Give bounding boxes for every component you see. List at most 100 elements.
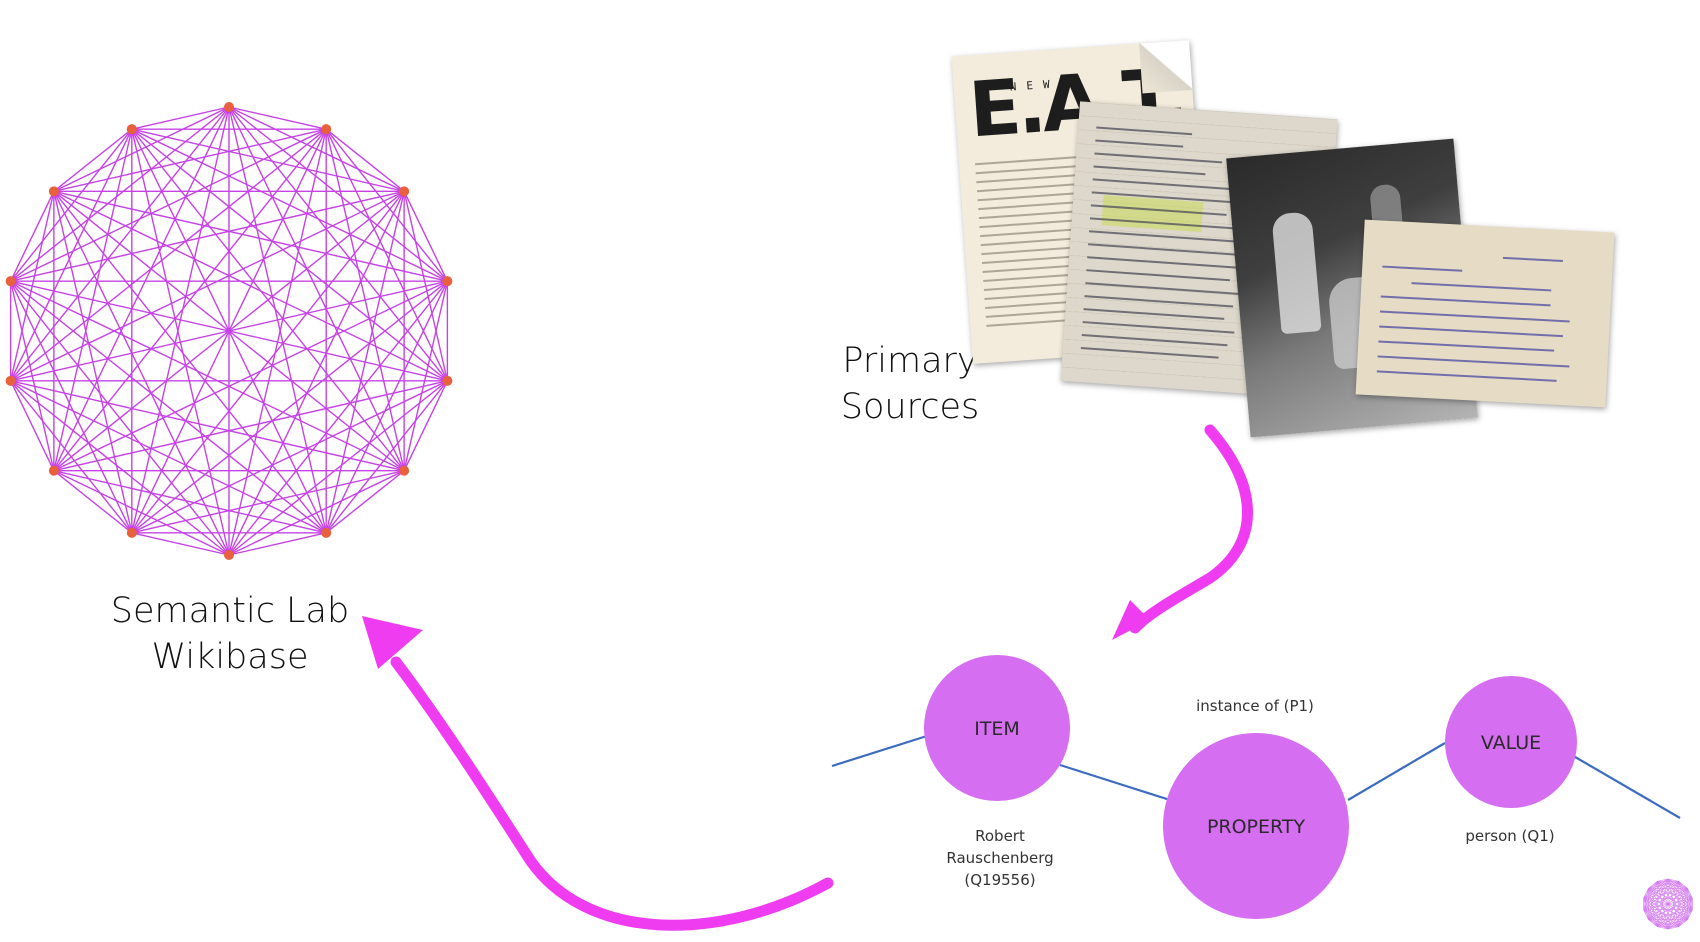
graph-edge bbox=[228, 129, 327, 556]
graph-edge bbox=[1667, 878, 1693, 899]
item-example-line-3: (Q19556) bbox=[964, 871, 1036, 889]
graph-edge bbox=[1687, 888, 1693, 899]
graph-edge bbox=[228, 106, 448, 282]
graph-edge bbox=[1643, 881, 1658, 899]
connector-line-left bbox=[831, 733, 931, 768]
arrow-statement-to-wikibase bbox=[362, 616, 834, 931]
graph-edge bbox=[131, 469, 405, 534]
graph-edge bbox=[1643, 909, 1688, 920]
graph-edge bbox=[10, 106, 230, 282]
graph-edge bbox=[131, 106, 230, 533]
graph-edge bbox=[10, 280, 327, 534]
graph-edge bbox=[9, 380, 55, 471]
primary-sources-line-2: Sources bbox=[840, 387, 980, 427]
graph-edge bbox=[1678, 898, 1693, 927]
graph-edge bbox=[53, 191, 230, 556]
graph-vertex bbox=[224, 550, 234, 560]
graph-edge bbox=[1648, 878, 1669, 920]
graph-edge bbox=[1656, 888, 1688, 927]
graph-edge bbox=[228, 106, 327, 130]
graph-vertex bbox=[399, 465, 410, 476]
arrow-sources-to-statement bbox=[1112, 424, 1253, 640]
graph-edge bbox=[1648, 919, 1658, 927]
graph-edge bbox=[1643, 898, 1658, 927]
graph-vertex bbox=[5, 375, 16, 386]
connector-line-item-property bbox=[1059, 763, 1171, 802]
graph-edge bbox=[1648, 909, 1693, 920]
graph-edge bbox=[10, 190, 405, 382]
wikibase-label: Semantic Lab Wikibase bbox=[100, 588, 360, 680]
graph-edge bbox=[1648, 881, 1680, 920]
graph-vertex bbox=[5, 276, 16, 287]
graph-edge bbox=[53, 128, 327, 193]
graph-vertex bbox=[126, 527, 137, 538]
graph-vertex bbox=[224, 102, 234, 112]
connector-line-property-value bbox=[1347, 742, 1446, 801]
graph-vertex bbox=[48, 186, 59, 197]
graph-edge bbox=[1643, 878, 1669, 899]
graph-edge bbox=[1648, 881, 1658, 920]
graph-edge bbox=[10, 380, 405, 472]
graph-edge bbox=[1678, 881, 1693, 899]
primary-sources-line-1: Primary bbox=[842, 341, 978, 381]
graph-edge bbox=[1648, 888, 1669, 930]
graph-edge bbox=[131, 128, 405, 193]
graph-edge bbox=[1648, 888, 1693, 899]
graph-edge bbox=[1678, 919, 1688, 927]
graph-edge bbox=[1657, 881, 1688, 889]
graph-edge bbox=[1667, 926, 1679, 930]
graph-edge bbox=[1648, 881, 1679, 889]
connector-line-right bbox=[1569, 753, 1681, 819]
graph-edge bbox=[9, 191, 55, 282]
graph-edge bbox=[9, 128, 133, 382]
graph-edge bbox=[325, 280, 449, 534]
graph-edge bbox=[1648, 919, 1679, 927]
graph-edge bbox=[131, 106, 230, 130]
graph-vertex bbox=[399, 186, 410, 197]
graph-edge bbox=[10, 128, 327, 382]
graph-edge bbox=[1678, 888, 1688, 927]
graph-edge bbox=[1667, 898, 1693, 930]
wikibase-label-line-2: Wikibase bbox=[151, 637, 309, 677]
value-node-circle bbox=[1445, 676, 1577, 808]
graph-edge bbox=[1687, 909, 1693, 920]
graph-edge bbox=[53, 190, 448, 282]
graph-edge bbox=[1656, 878, 1669, 927]
graph-edge bbox=[1667, 878, 1679, 882]
graph-edge bbox=[1643, 881, 1679, 899]
connector-lines bbox=[831, 733, 1681, 819]
graph-edge bbox=[228, 191, 405, 556]
value-node: VALUE bbox=[1445, 676, 1577, 808]
graph-vertex bbox=[442, 375, 453, 386]
graph-edge bbox=[228, 106, 405, 471]
item-node: ITEM bbox=[924, 655, 1070, 801]
graph-edge bbox=[1648, 878, 1669, 889]
graph-edge bbox=[228, 380, 448, 556]
property-node-circle bbox=[1163, 733, 1349, 919]
graph-edge bbox=[1657, 926, 1669, 930]
graph-edge bbox=[1667, 881, 1680, 930]
item-node-circle bbox=[924, 655, 1070, 801]
graph-edge bbox=[1643, 888, 1649, 899]
graph-edge bbox=[1657, 919, 1688, 927]
graph-edge bbox=[1643, 898, 1693, 910]
graph-vertex bbox=[126, 124, 137, 135]
graph-vertex bbox=[442, 276, 453, 287]
graph-edge bbox=[1643, 898, 1680, 927]
graph-edge bbox=[325, 470, 405, 534]
graph-edge bbox=[53, 280, 448, 472]
graph-edge bbox=[10, 106, 230, 382]
item-example-label: Robert Rauschenberg (Q19556) bbox=[920, 825, 1080, 891]
graph-edge bbox=[1643, 888, 1688, 910]
graph-edge bbox=[1643, 881, 1680, 910]
graph-edge bbox=[228, 106, 405, 192]
graph-edge bbox=[1667, 878, 1688, 889]
graph-edge bbox=[53, 470, 133, 534]
graph-vertex bbox=[321, 124, 332, 135]
graph-edge bbox=[325, 128, 405, 192]
item-example-line-2: Rauschenberg bbox=[946, 849, 1054, 867]
graph-edge bbox=[53, 106, 230, 471]
graph-edge bbox=[1648, 898, 1693, 920]
